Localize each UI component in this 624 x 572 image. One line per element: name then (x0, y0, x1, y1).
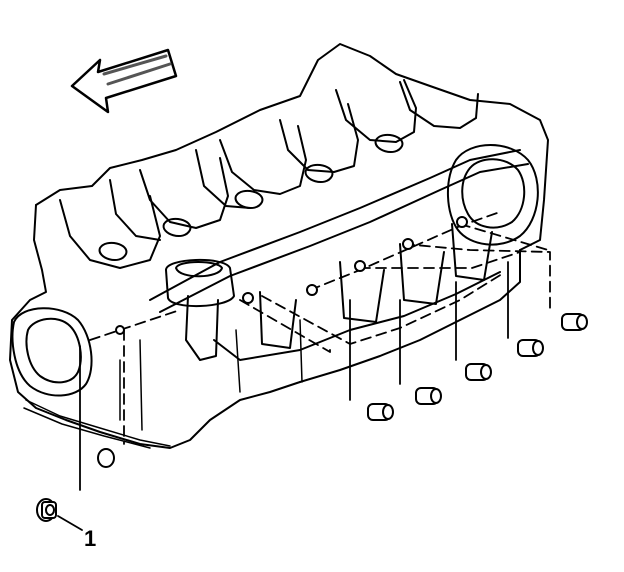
bolts (36, 216, 588, 522)
callout-label-1: 1 (84, 526, 97, 551)
bolt-icon (415, 387, 442, 405)
direction-arrow-icon (70, 48, 178, 114)
bolt-icon (36, 498, 57, 522)
engine-block (9, 43, 549, 449)
callout-leader-1 (57, 515, 83, 531)
bolt-leaders (79, 261, 509, 491)
bolt-icon (517, 339, 544, 357)
bolt-icon (97, 448, 115, 468)
bolt-icon (367, 403, 394, 421)
alignment-lines (89, 211, 551, 445)
bolt-icon (561, 313, 588, 331)
bolt-icon (465, 363, 492, 381)
